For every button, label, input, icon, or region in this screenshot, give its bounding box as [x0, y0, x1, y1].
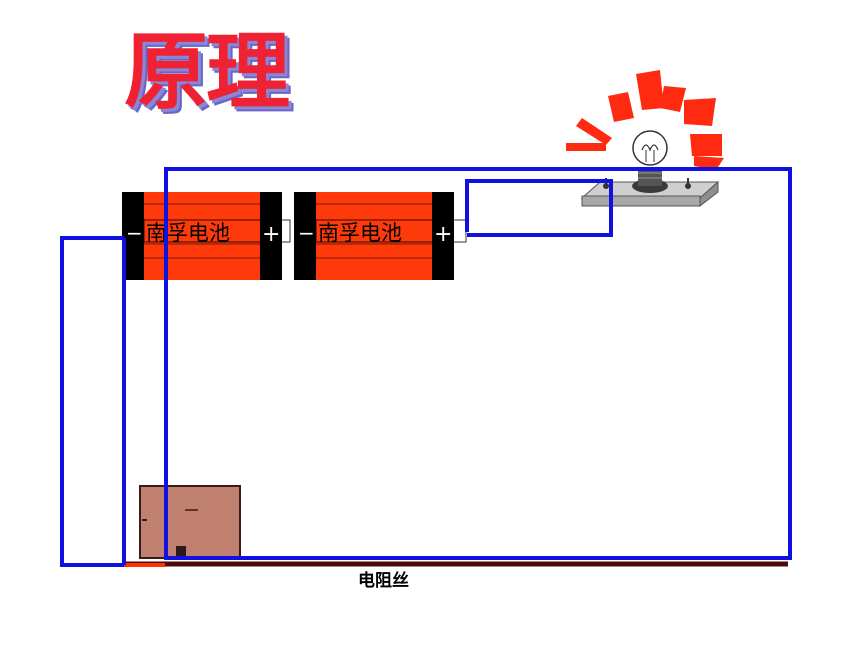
battery-2 [294, 192, 467, 280]
resistance-wire-label: 电阻丝 [358, 571, 409, 591]
battery-1-minus: − [126, 221, 143, 245]
bulb-glow [566, 70, 724, 170]
battery-2-plus: + [434, 222, 452, 247]
battery-1-plus: + [262, 222, 280, 247]
page-title: 原理 [124, 23, 290, 121]
wire-main-loop [164, 167, 792, 560]
light-bulb [580, 130, 720, 208]
rheostat [139, 485, 241, 559]
battery-2-minus: − [298, 221, 315, 245]
circuit-wires [60, 167, 792, 567]
battery-1-label: 南孚电池 [146, 221, 230, 245]
battery-1 [122, 192, 291, 280]
wire-left-loop [60, 236, 124, 567]
wire-bulb-link [465, 179, 613, 237]
battery-2-label: 南孚电池 [318, 221, 402, 245]
